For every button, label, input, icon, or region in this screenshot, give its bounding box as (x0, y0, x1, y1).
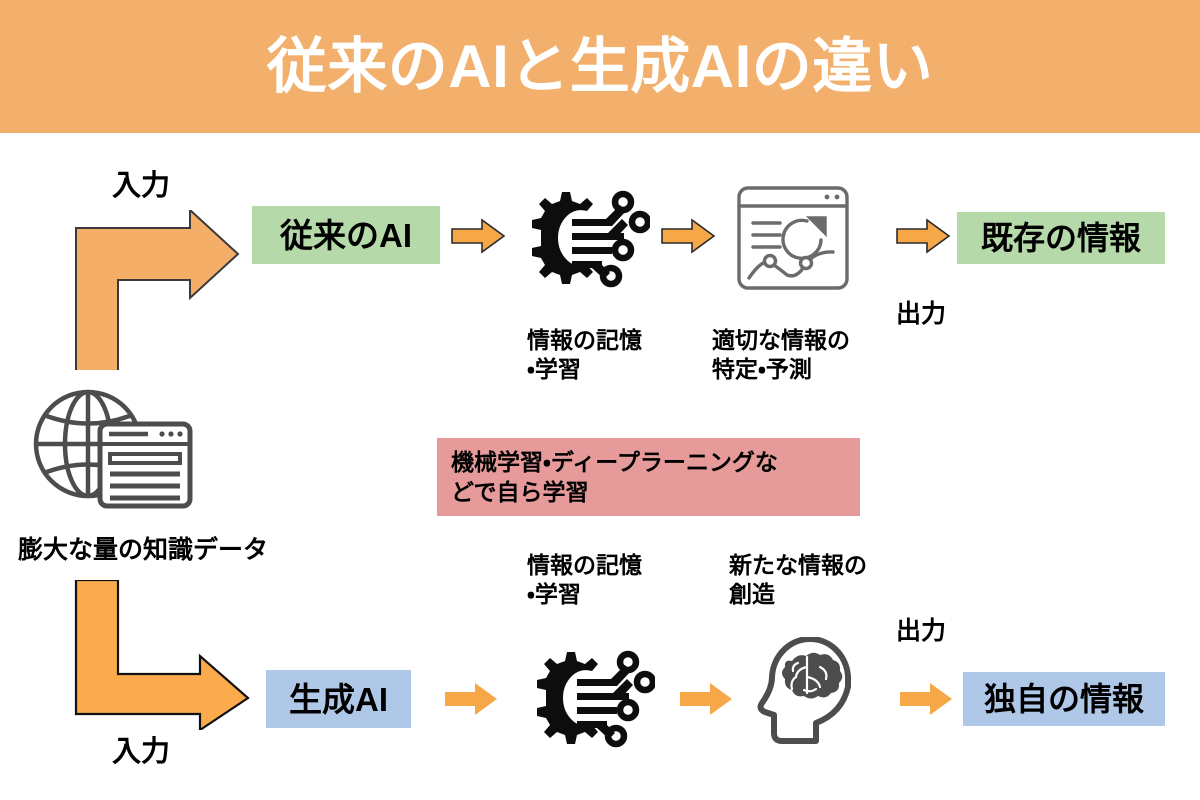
header-bar (0, 0, 1200, 133)
result-box-existing-info[interactable]: 既存の情報 (957, 212, 1165, 264)
step-caption-top-1: 情報の記憶 ・学習 (527, 327, 642, 382)
analytics-window-icon (735, 183, 853, 293)
page-title: 従来のAIと生成AIの違い (266, 32, 934, 100)
globe-document-icon (22, 382, 202, 512)
step-caption-top-2: 適切な情報の 特定・予測 (712, 327, 850, 382)
chevron-right-arrow-bottom-1 (443, 681, 499, 717)
chevron-right-arrow-bottom-2 (678, 681, 734, 717)
category-box-traditional-ai[interactable]: 従来のAI (252, 206, 440, 264)
category-box-generative-ai[interactable]: 生成AI (266, 670, 411, 728)
chevron-right-arrow-top-3 (895, 218, 951, 254)
result-box-unique-info[interactable]: 独自の情報 (963, 672, 1165, 726)
chevron-right-arrow-top-1 (450, 218, 506, 254)
gear-circuit-icon-top (510, 188, 652, 288)
input-label-top: 入力 (112, 170, 171, 202)
chevron-right-arrow-bottom-3 (898, 681, 954, 717)
input-label-bottom: 入力 (112, 736, 171, 768)
step-caption-bottom-2: 新たな情報の 創造 (729, 552, 867, 607)
elbow-arrow-input-top (72, 207, 242, 381)
source-caption: 膨大な量の知識データ (18, 536, 269, 564)
self-learning-note: 機械学習・ディープラーニングな どで自ら学習 (437, 438, 860, 516)
output-label-bottom: 出力 (896, 617, 947, 645)
brain-head-icon (752, 636, 870, 747)
gear-circuit-icon-bottom (515, 648, 657, 748)
elbow-arrow-input-bottom (72, 578, 252, 733)
step-caption-bottom-1: 情報の記憶 ・学習 (527, 552, 642, 607)
output-label-top: 出力 (896, 300, 947, 328)
chevron-right-arrow-top-2 (660, 218, 716, 254)
